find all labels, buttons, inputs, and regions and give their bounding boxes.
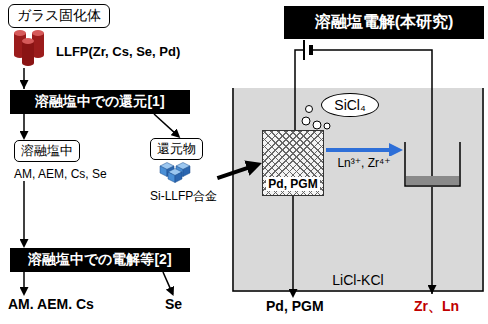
gas-ellipse: SiCl₄ [321,93,378,117]
output-text: AM. AEM. Cs [8,296,94,312]
vessel-wall [233,88,483,291]
flow-arrow [154,114,179,137]
node-label: AM. AEM. Cs [8,296,94,312]
battery-plate [303,40,305,60]
node-label: 溶融塩中 [14,140,80,162]
alloy-cubes [160,163,190,183]
flow-arrow [23,272,25,294]
node-label: LiCl-KCl [332,272,383,288]
node-label: Pd, PGM [266,177,319,191]
element-list: LLFP(Zr, Cs, Se, Pd) [56,44,180,59]
output-text: Zr、Ln [414,298,459,316]
product-box: 還元物 Si-LLFP合金 [150,138,217,205]
node-label: 溶融塩中での電解等[2] [20,251,180,269]
node-label: SiCl₄ [334,97,365,113]
anode-basket: Pd, PGM [262,130,324,196]
cathode-deposit [406,176,459,185]
node-body: Si-LLFP合金 [150,188,217,205]
cathode-cup [405,142,460,186]
salt-bath: LiCl-KCl SiCl₄ Pd, PGM [232,88,484,292]
flow-arrow [163,272,173,294]
flow-arrow [217,166,254,179]
title-box: 溶融塩電解(本研究) [284,6,484,39]
ion-label: Ln³⁺, Zr⁴⁺ [335,156,392,170]
node-label: 溶融塩中での還元[1] [20,93,180,111]
flow-arrow [292,196,294,296]
migration-arrow [326,148,396,152]
node-label: ガラス固化体 [17,7,101,25]
output-text: Se [165,296,182,312]
node-body: AM, AEM, Cs, Se [14,167,107,181]
flow-arrow [23,68,25,89]
output-text: Pd, PGM [266,298,324,314]
flow-arrow [23,181,25,246]
process-box: 溶融塩中での電解等[2] [10,248,190,272]
material-box: ガラス固化体 [8,4,110,28]
state-box: 溶融塩中 AM, AEM, Cs, Se [14,140,107,181]
salt-bath-fill [232,88,484,292]
node-label: Se [165,296,182,312]
node-label: Pd, PGM [266,298,324,314]
node-label: 溶融塩電解(本研究) [294,12,474,33]
node-label: Zr、Ln [414,298,459,316]
flow-arrow [23,114,25,138]
flow-arrow [431,187,433,294]
glass-cylinders [14,30,44,66]
process-box: 溶融塩中での還元[1] [10,90,190,114]
node-label: 還元物 [150,138,203,160]
wire [311,50,432,176]
